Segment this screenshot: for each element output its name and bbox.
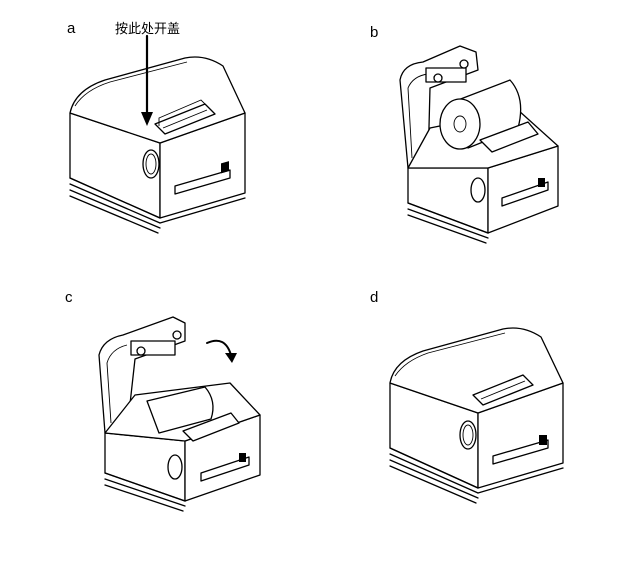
step-c-panel: c [55, 283, 315, 523]
closing-printer-drawing [98, 316, 261, 512]
step-d-label: d [370, 289, 379, 306]
step-a-label: a [67, 20, 76, 37]
step-b-label: b [370, 24, 379, 41]
closed-printer-drawing [69, 34, 246, 234]
step-b-panel: b [368, 18, 628, 258]
closed-printer-final-drawing [389, 327, 564, 504]
press-here-callout: 按此处开盖 [115, 22, 181, 37]
step-c-label: c [65, 289, 73, 306]
step-d-panel: d [368, 283, 628, 523]
step-a-panel: a 按此处开盖 [55, 18, 315, 258]
open-printer-with-roll-drawing [399, 45, 559, 244]
curved-arrow-icon [206, 339, 232, 356]
